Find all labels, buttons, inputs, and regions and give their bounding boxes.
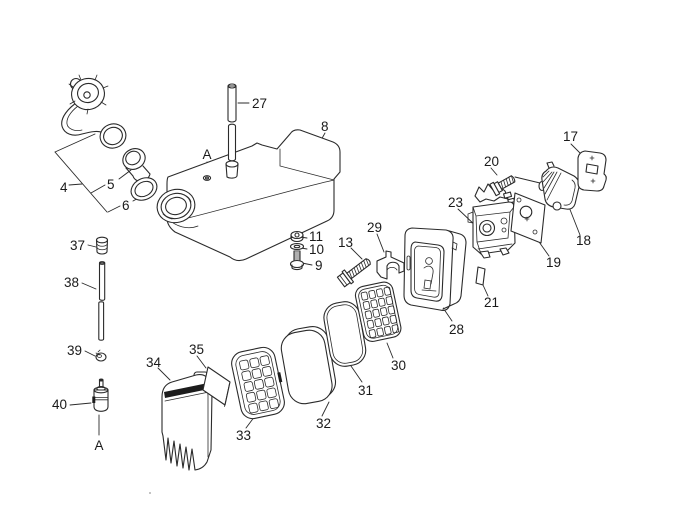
rear-grid-plate-shape bbox=[354, 281, 402, 342]
part-label-27: 27 bbox=[252, 96, 267, 111]
part-label-17: 17 bbox=[563, 129, 578, 144]
callout-labels: 4 5 6 8 9 10 11 13 17 18 19 20 21 23 27 … bbox=[52, 96, 591, 453]
part-label-8: 8 bbox=[321, 119, 329, 134]
part-label-18: 18 bbox=[576, 233, 591, 248]
part-label-10: 10 bbox=[309, 242, 324, 257]
fuel-line-shapes bbox=[92, 236, 109, 412]
part-label-6: 6 bbox=[122, 198, 130, 213]
part-label-19: 19 bbox=[546, 255, 561, 270]
part-label-29: 29 bbox=[367, 220, 382, 235]
nut-washer-bolt-shapes bbox=[289, 230, 305, 271]
part-label-13: 13 bbox=[338, 235, 353, 250]
part-label-37: 37 bbox=[70, 238, 85, 253]
carburetor-shape bbox=[467, 183, 516, 259]
long-bolt-shape bbox=[336, 258, 371, 288]
reference-label-a-top: A bbox=[202, 147, 211, 162]
front-grid-plate-shape bbox=[231, 346, 285, 420]
air-cleaner-body-shape bbox=[403, 227, 467, 311]
mount-bracket-shape bbox=[376, 250, 405, 280]
part-label-4: 4 bbox=[60, 180, 68, 195]
part-label-38: 38 bbox=[64, 275, 79, 290]
primer-screw-shape bbox=[489, 175, 516, 197]
primer-gasket-shape bbox=[577, 150, 607, 192]
vent-tube-shape bbox=[225, 83, 239, 179]
cover-pad-shape bbox=[202, 366, 231, 407]
part-label-32: 32 bbox=[316, 416, 331, 431]
fuel-cap-shape bbox=[61, 74, 127, 149]
print-artifact-dot bbox=[149, 492, 151, 494]
cleaner-cover-shape bbox=[161, 371, 213, 471]
filler-collar-shape bbox=[122, 148, 151, 182]
filter-element-shape bbox=[280, 326, 337, 405]
part-label-30: 30 bbox=[391, 358, 406, 373]
choke-plate-shape bbox=[475, 266, 486, 286]
part-label-33: 33 bbox=[236, 428, 251, 443]
part-label-34: 34 bbox=[146, 355, 162, 370]
part-label-31: 31 bbox=[358, 383, 373, 398]
reference-label-a-bottom: A bbox=[94, 438, 103, 453]
callout-leader-lines bbox=[54, 102, 581, 436]
part-label-39: 39 bbox=[67, 343, 82, 358]
filter-seal-shape bbox=[323, 301, 367, 367]
part-label-35: 35 bbox=[189, 342, 204, 357]
fuel-tank-shape bbox=[156, 129, 341, 262]
part-label-20: 20 bbox=[484, 154, 499, 169]
part-label-23: 23 bbox=[448, 195, 463, 210]
part-label-9: 9 bbox=[315, 258, 323, 273]
part-label-11: 11 bbox=[309, 229, 323, 244]
primer-body-shape bbox=[538, 161, 580, 211]
part-label-5: 5 bbox=[107, 177, 115, 192]
part-label-28: 28 bbox=[449, 322, 464, 337]
carb-gasket-shape bbox=[510, 192, 546, 244]
part-label-21: 21 bbox=[484, 295, 499, 310]
filler-gasket-shape bbox=[130, 177, 158, 201]
part-label-40: 40 bbox=[52, 397, 67, 412]
